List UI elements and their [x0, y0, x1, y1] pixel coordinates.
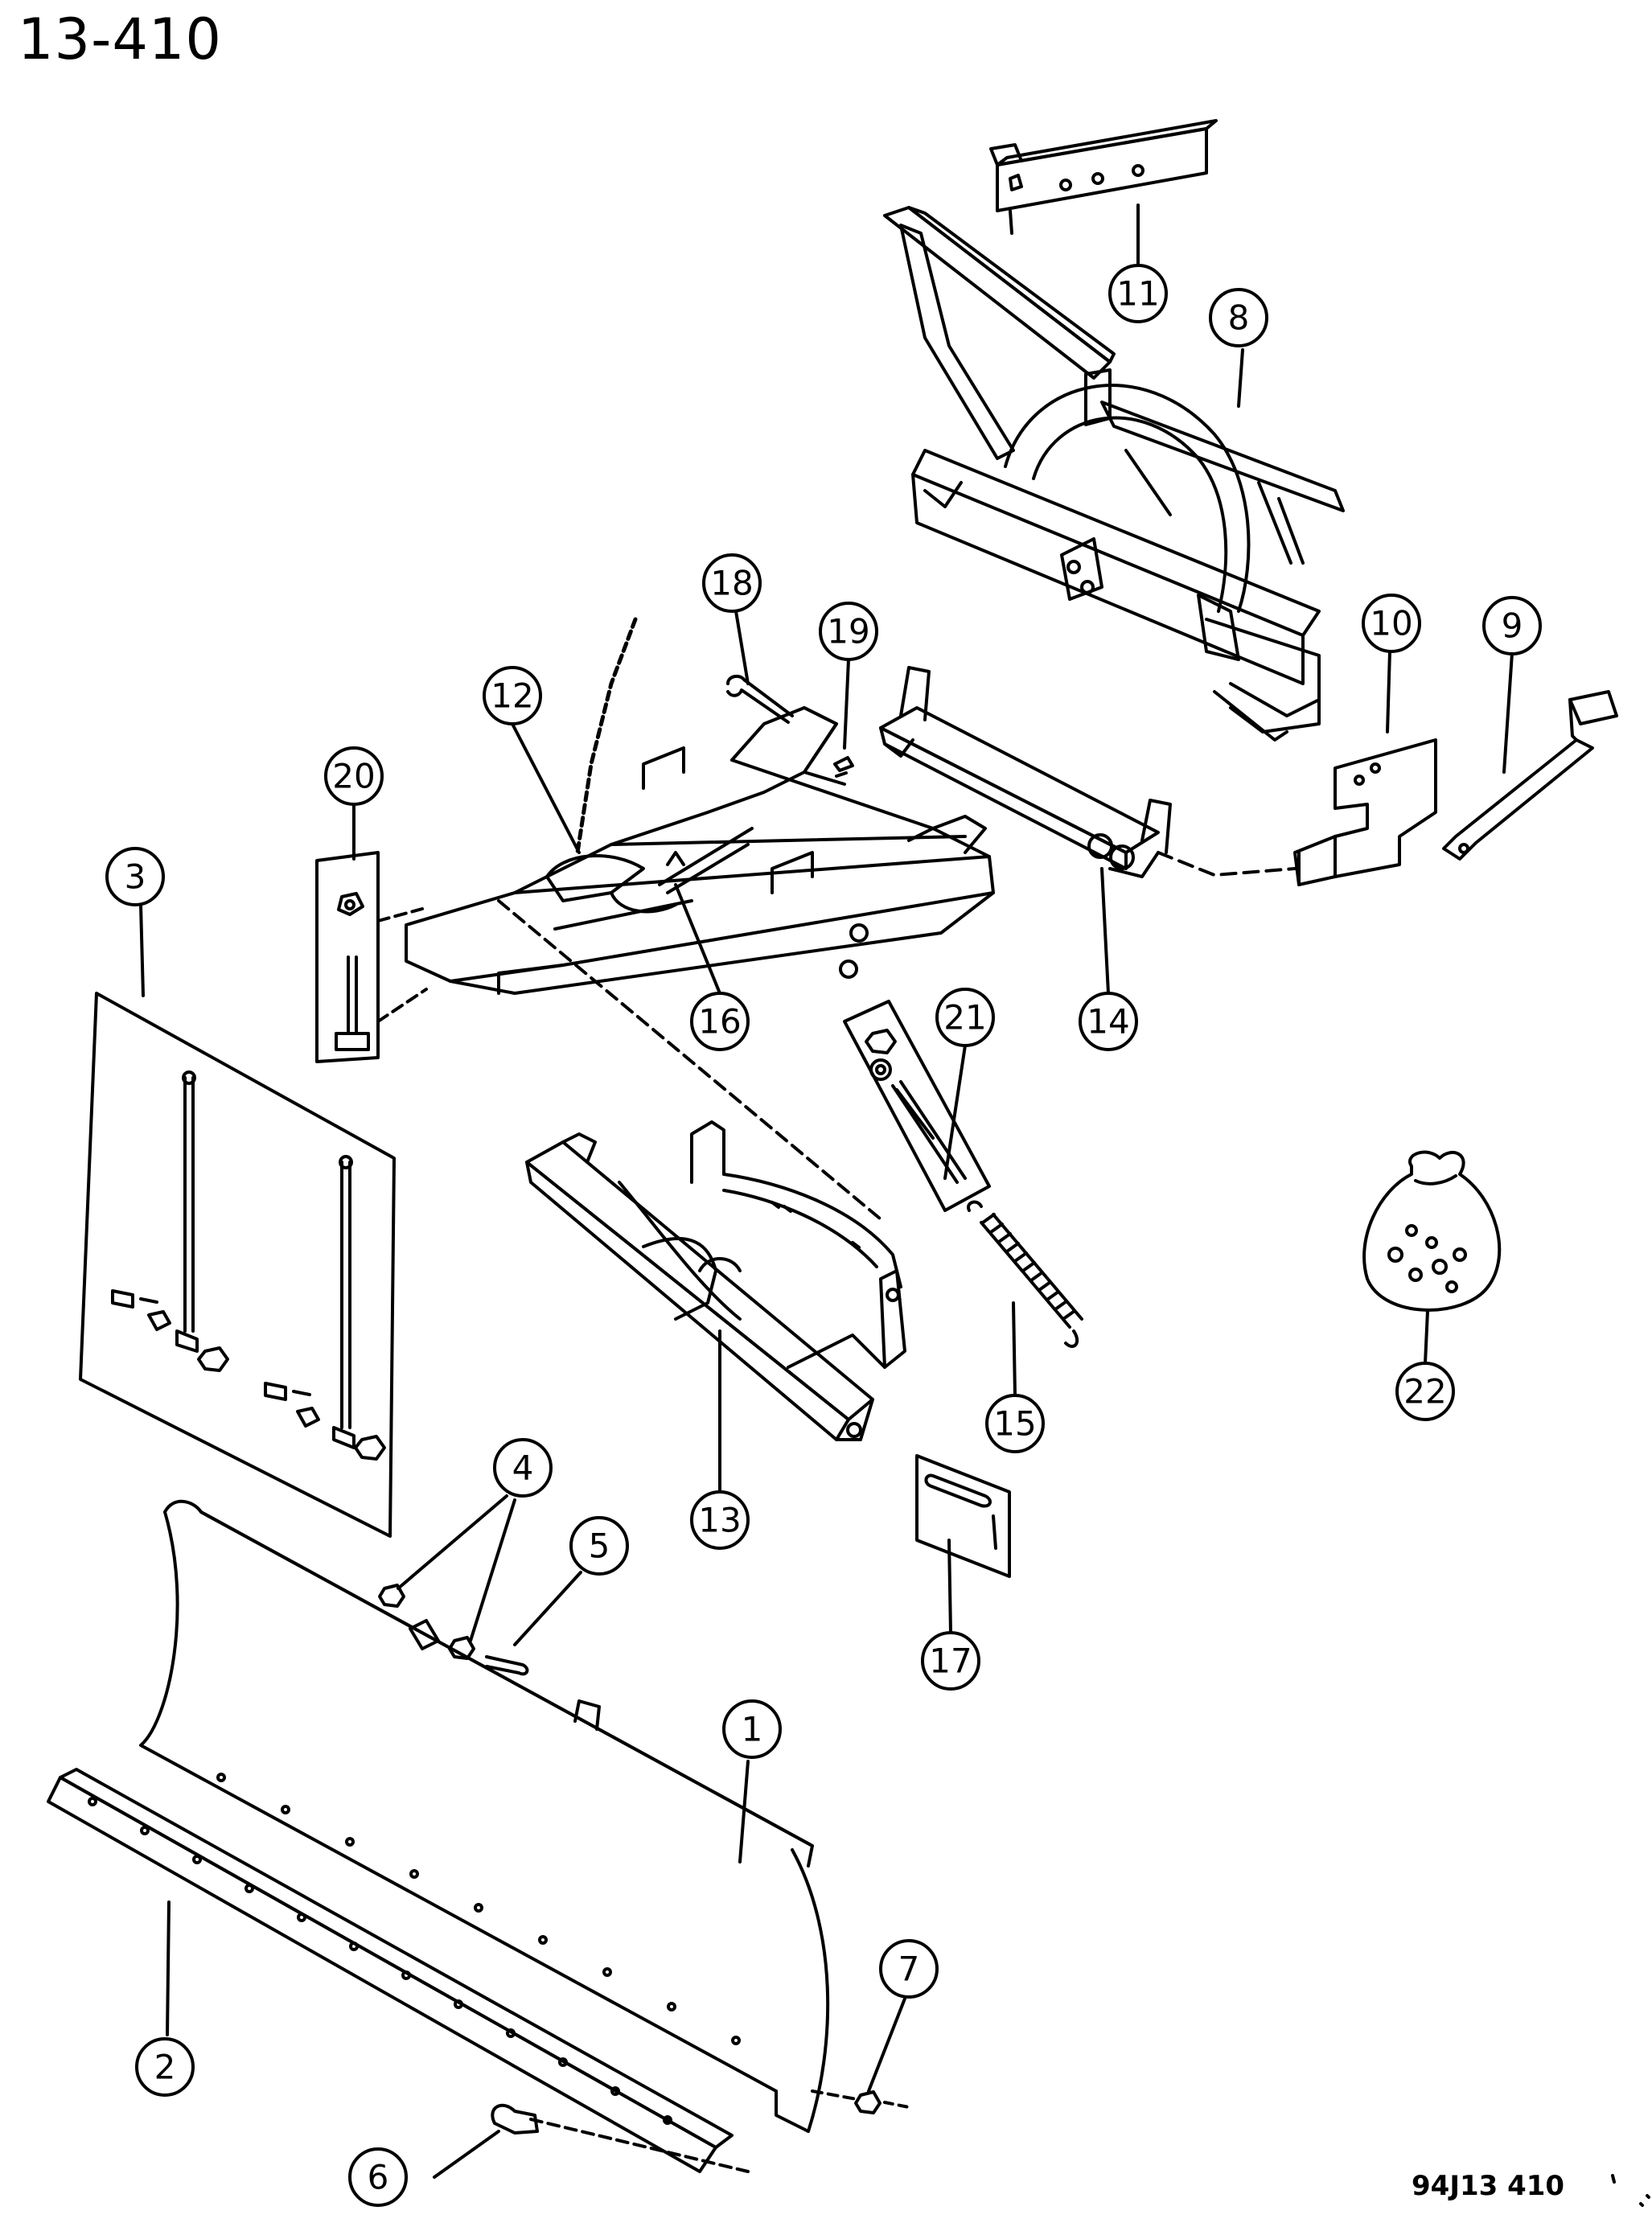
- svg-text:2: 2: [154, 2048, 176, 2087]
- part-20-hardware-card: [315, 851, 380, 1063]
- callout-12: 12: [483, 666, 542, 725]
- leader-18: [734, 610, 750, 685]
- dash-20b: [376, 988, 428, 1023]
- part-3-hardware-card: [79, 992, 396, 1538]
- leader-10: [1386, 650, 1391, 733]
- leader-17: [947, 1539, 952, 1634]
- part-8-mount-frame: [883, 206, 1345, 742]
- leader-3: [139, 903, 145, 997]
- callout-5: 5: [569, 1516, 629, 1576]
- part-5-cotter-pin: [485, 1655, 529, 1676]
- leader-5: [513, 1571, 582, 1646]
- callout-4: 4: [493, 1438, 553, 1498]
- callout-2: 2: [135, 2037, 195, 2097]
- leader-14: [1100, 867, 1110, 995]
- figure-code: 94J13 410: [1412, 2170, 1565, 2202]
- leader-15: [1012, 1301, 1017, 1397]
- leader-4a: [397, 1494, 508, 1590]
- svg-text:13: 13: [698, 1501, 741, 1540]
- dash-frame-link: [497, 899, 886, 1224]
- svg-text:18: 18: [710, 564, 753, 603]
- svg-text:8: 8: [1228, 298, 1250, 338]
- corner-dots: [1639, 2194, 1650, 2207]
- dash-20a: [376, 907, 424, 922]
- leader-4b: [469, 1498, 516, 1642]
- leader-2: [166, 1900, 171, 2036]
- svg-text:17: 17: [929, 1642, 972, 1681]
- part-4-nuts: [378, 1584, 475, 1660]
- svg-text:16: 16: [698, 1002, 741, 1042]
- page-number: 13-410: [18, 6, 222, 72]
- corner-mark: [1611, 2174, 1616, 2184]
- callout-10: 10: [1362, 594, 1421, 653]
- callout-1: 1: [722, 1699, 782, 1759]
- svg-text:12: 12: [491, 676, 533, 716]
- svg-text:7: 7: [898, 1950, 920, 1989]
- svg-text:5: 5: [589, 1527, 610, 1566]
- callout-16: 16: [690, 992, 750, 1051]
- part-11-bracket: [989, 119, 1218, 235]
- part-12-chain: [575, 617, 638, 855]
- svg-text:4: 4: [512, 1448, 534, 1488]
- part-10-plate: [1293, 738, 1437, 886]
- svg-text:14: 14: [1087, 1002, 1129, 1042]
- callout-9: 9: [1482, 596, 1542, 655]
- leader-21: [943, 1044, 967, 1180]
- svg-text:3: 3: [125, 857, 146, 897]
- part-2-cutting-edge: [47, 1768, 734, 2173]
- part-21-hardware-card: [843, 1000, 991, 1212]
- part-18-pin: [726, 674, 794, 724]
- leader-8: [1237, 348, 1244, 408]
- svg-text:20: 20: [332, 757, 375, 796]
- callout-11: 11: [1108, 264, 1168, 323]
- leader-7: [867, 1997, 906, 2093]
- svg-text:19: 19: [827, 612, 869, 651]
- leader-6: [433, 2130, 500, 2179]
- callout-15: 15: [985, 1394, 1045, 1453]
- part-14-cross-tube: [879, 666, 1172, 878]
- leader-12: [511, 722, 581, 854]
- part-17-hardware-card: [915, 1454, 1011, 1578]
- part-a-frame-assembly: [405, 706, 995, 995]
- leader-19: [843, 658, 850, 750]
- leader-1: [738, 1760, 750, 1863]
- callout-17: 17: [921, 1631, 980, 1691]
- callouts: 1 2 3 4 5 6 7 8 9 10 11 12 13 14 15 16 1…: [105, 264, 1542, 2207]
- svg-text:21: 21: [943, 998, 986, 1038]
- svg-text:15: 15: [993, 1404, 1036, 1444]
- callout-8: 8: [1209, 288, 1268, 347]
- callout-7: 7: [879, 1939, 939, 1999]
- part-15-spring: [967, 1200, 1083, 1348]
- part-1-moldboard: [139, 1499, 830, 2133]
- callout-3: 3: [105, 847, 165, 906]
- part-6-bolt: [491, 2103, 750, 2173]
- svg-text:22: 22: [1403, 1372, 1446, 1411]
- part-19-clip: [833, 756, 854, 778]
- leader-16: [674, 883, 721, 995]
- callout-21: 21: [935, 988, 995, 1047]
- svg-text:6: 6: [368, 2158, 389, 2197]
- part-9-arm: [1442, 690, 1618, 861]
- leader-9: [1502, 651, 1514, 774]
- svg-text:1: 1: [742, 1710, 763, 1749]
- callout-14: 14: [1079, 992, 1138, 1051]
- part-13-center-frame: [525, 1120, 906, 1441]
- callout-19: 19: [819, 602, 878, 661]
- callout-6: 6: [348, 2147, 408, 2207]
- dash-14-10: [1157, 851, 1297, 877]
- callout-13: 13: [690, 1490, 750, 1550]
- callout-18: 18: [702, 553, 762, 613]
- callout-22: 22: [1395, 1362, 1455, 1421]
- callout-20: 20: [324, 746, 384, 806]
- svg-text:9: 9: [1502, 606, 1523, 646]
- svg-text:11: 11: [1116, 274, 1159, 314]
- part-22-hardware-bag: [1362, 1150, 1502, 1312]
- leader-22: [1424, 1309, 1429, 1365]
- svg-text:10: 10: [1370, 604, 1412, 643]
- part-7-nut: [811, 2089, 910, 2114]
